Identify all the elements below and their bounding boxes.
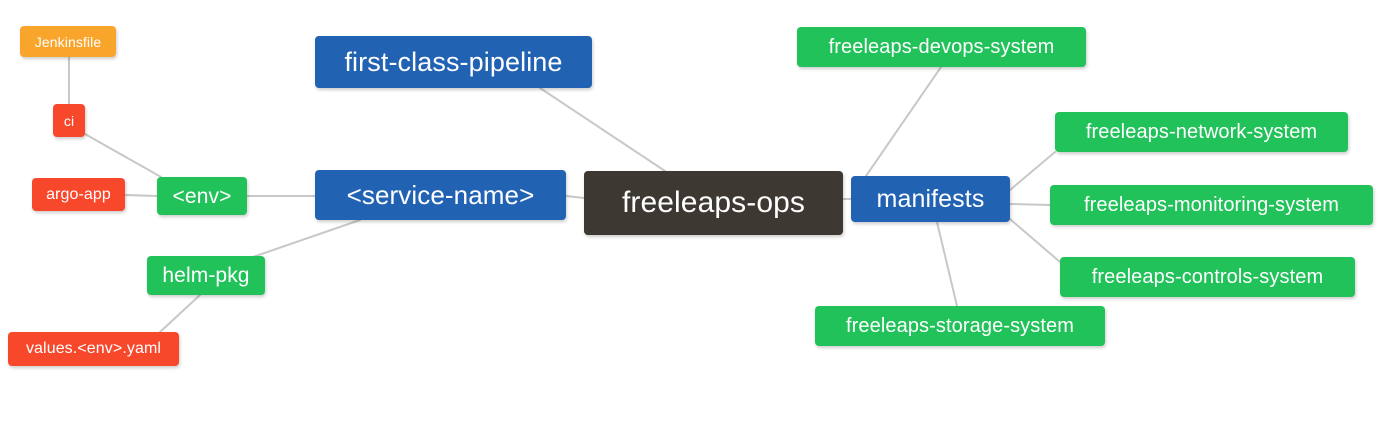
node-jenkinsfile[interactable]: Jenkinsfile — [20, 26, 116, 57]
edge-helm-pkg-to-service-name — [249, 219, 361, 259]
node-helm-pkg[interactable]: helm-pkg — [147, 256, 265, 295]
edge-manifests-to-monitoring — [1009, 203, 1051, 206]
edge-values-yaml-to-helm-pkg — [159, 294, 201, 333]
edge-service-name-to-freeleaps-ops — [565, 195, 585, 199]
edge-first-class-to-freeleaps-ops — [539, 87, 666, 172]
node-network-system[interactable]: freeleaps-network-system — [1055, 112, 1348, 152]
edge-manifests-to-network-system — [1009, 151, 1056, 191]
node-freeleaps-ops[interactable]: freeleaps-ops — [584, 171, 843, 235]
node-monitoring[interactable]: freeleaps-monitoring-system — [1050, 185, 1373, 225]
edge-ci-to-env — [84, 133, 162, 178]
node-service-name[interactable]: <service-name> — [315, 170, 566, 220]
node-ci[interactable]: ci — [53, 104, 85, 137]
node-storage[interactable]: freeleaps-storage-system — [815, 306, 1105, 346]
edge-argo-app-to-env — [124, 194, 158, 197]
node-manifests[interactable]: manifests — [851, 176, 1010, 222]
node-values-yaml[interactable]: values.<env>.yaml — [8, 332, 179, 366]
edge-manifests-to-devops-system — [865, 66, 942, 177]
node-argo-app[interactable]: argo-app — [32, 178, 125, 211]
edge-manifests-to-controls — [1009, 218, 1061, 263]
node-devops-system[interactable]: freeleaps-devops-system — [797, 27, 1086, 67]
node-controls[interactable]: freeleaps-controls-system — [1060, 257, 1355, 297]
node-first-class[interactable]: first-class-pipeline — [315, 36, 592, 88]
edge-manifests-to-storage — [936, 221, 958, 307]
node-env[interactable]: <env> — [157, 177, 247, 215]
